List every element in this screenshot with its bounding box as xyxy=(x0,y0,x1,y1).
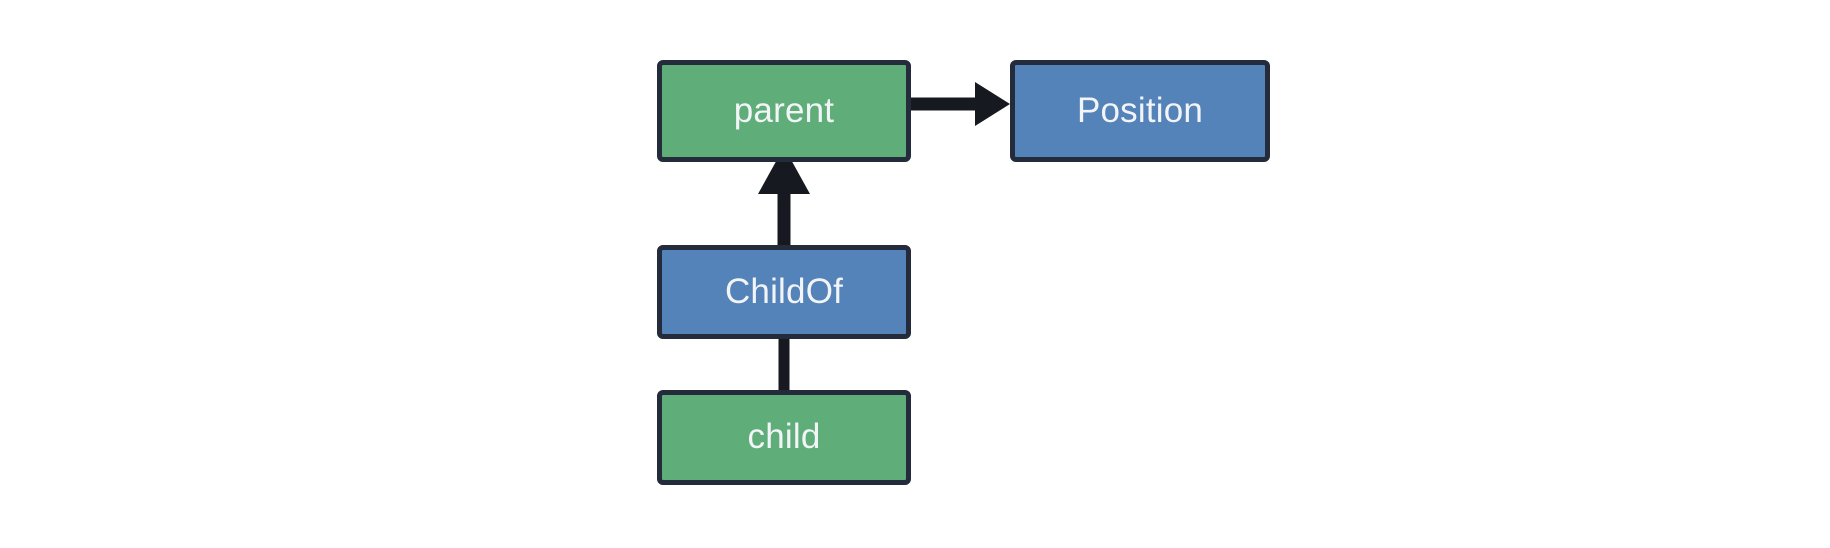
node-child[interactable]: child xyxy=(657,390,911,485)
node-parent-label: parent xyxy=(733,90,835,130)
node-parent[interactable]: parent xyxy=(657,60,911,162)
edge-parent-to-position xyxy=(911,82,1010,126)
edge-childof-to-parent xyxy=(758,147,810,245)
edge-parent-to-position-arrowhead xyxy=(975,82,1010,126)
node-position-label: Position xyxy=(1076,90,1204,130)
edge-childof-to-parent-arrowhead xyxy=(758,147,810,194)
node-child-label: child xyxy=(747,417,821,456)
node-childof-label: ChildOf xyxy=(724,271,844,311)
node-childof[interactable]: ChildOf xyxy=(657,245,911,339)
node-position[interactable]: Position xyxy=(1010,60,1270,162)
